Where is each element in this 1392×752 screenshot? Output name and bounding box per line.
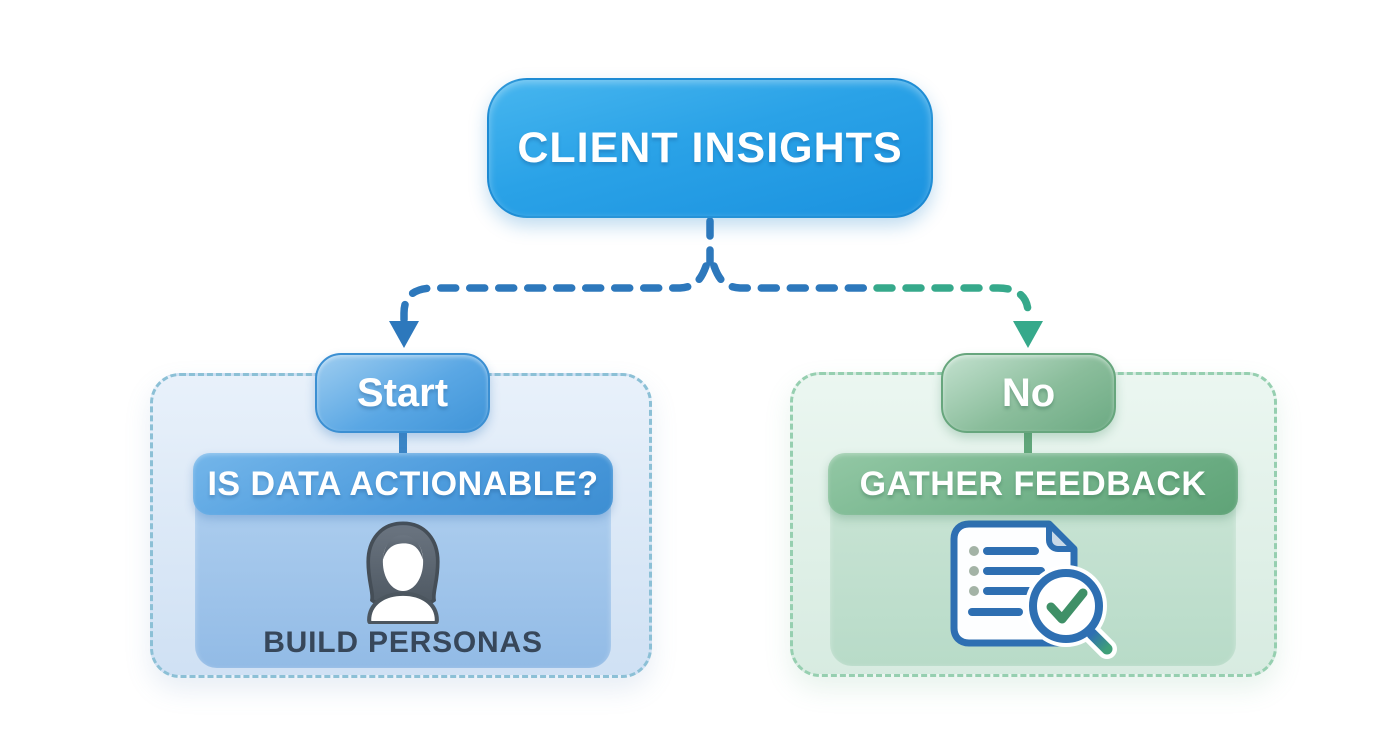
- node-no-pill: No: [941, 353, 1116, 433]
- arrowhead-right: [1013, 321, 1043, 348]
- right-branch-header-label: GATHER FEEDBACK: [859, 464, 1207, 503]
- node-client-insights: CLIENT INSIGHTS: [487, 78, 933, 218]
- card-left-branch: Start IS DATA ACTIONABLE?: [150, 353, 652, 678]
- node-client-insights-label: CLIENT INSIGHTS: [517, 123, 903, 172]
- connector-right-branch-blue: [710, 262, 879, 292]
- right-branch-header: GATHER FEEDBACK: [828, 453, 1238, 515]
- left-branch-header-label: IS DATA ACTIONABLE?: [207, 464, 599, 503]
- no-pill-label: No: [1001, 370, 1056, 415]
- left-pill-connector: [399, 429, 407, 457]
- node-start-pill: Start: [315, 353, 490, 433]
- card-right-branch: No GATHER FEEDBACK: [790, 353, 1277, 677]
- connector-left-branch: [400, 262, 710, 325]
- persona-woman-icon: [347, 516, 459, 626]
- left-branch-header: IS DATA ACTIONABLE?: [193, 453, 613, 515]
- right-pill-connector: [1024, 428, 1032, 456]
- document-check-search-icon: [947, 520, 1119, 662]
- connector-right-branch-green: [873, 284, 1032, 325]
- left-branch-caption: BUILD PERSONAS: [263, 626, 543, 659]
- start-pill-label: Start: [356, 370, 449, 415]
- arrowhead-left: [389, 321, 419, 348]
